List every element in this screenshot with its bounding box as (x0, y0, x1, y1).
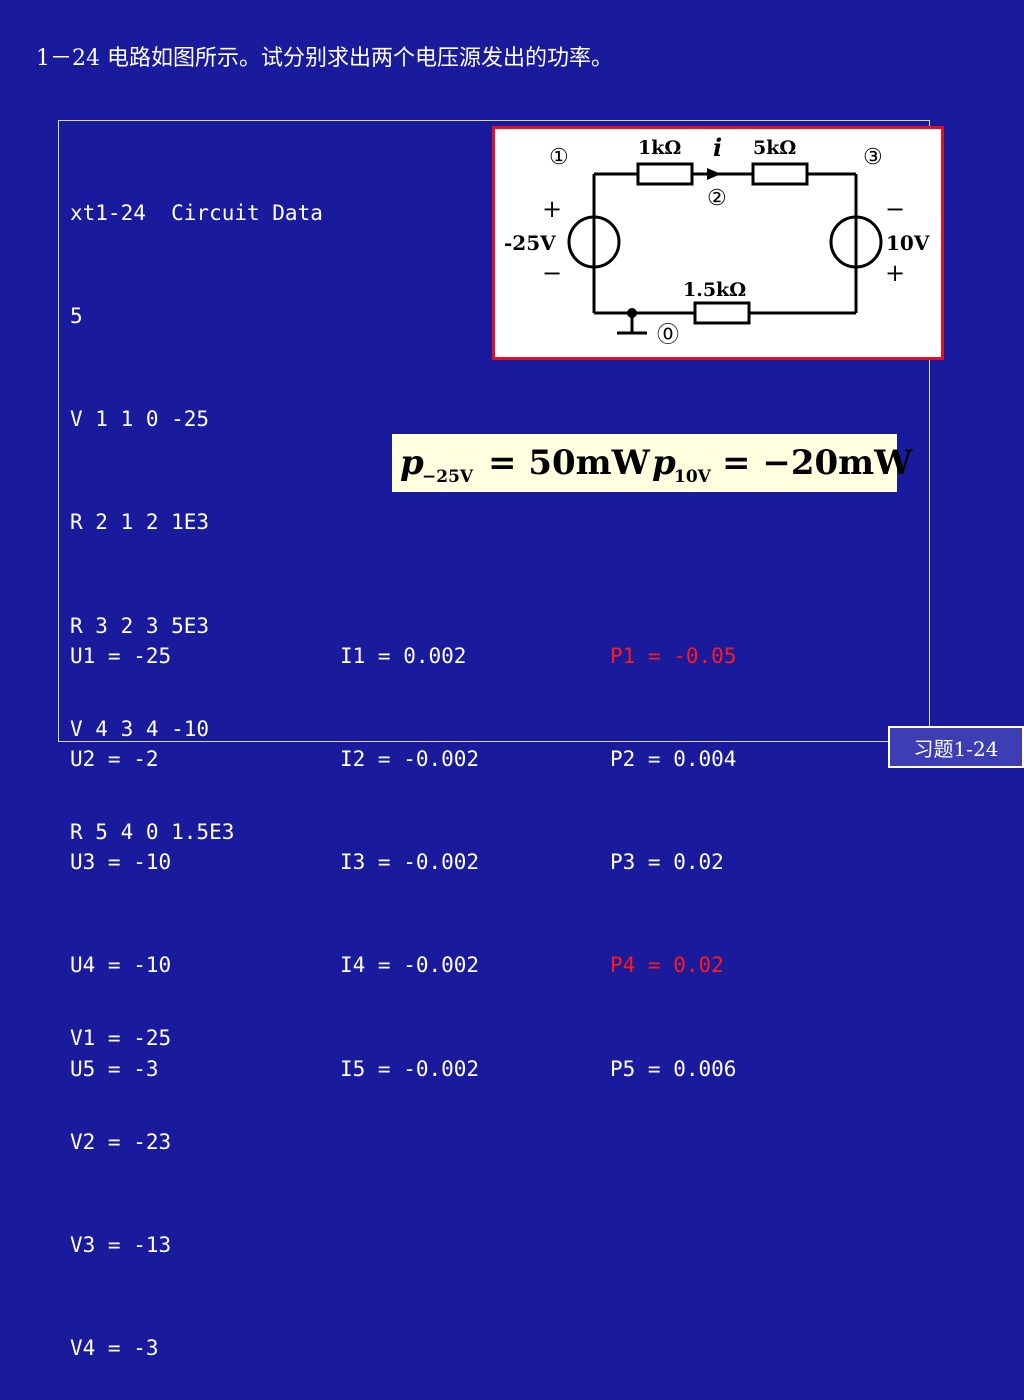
result-u: U5 = -3 (70, 1056, 159, 1081)
resistor-5k (751, 162, 809, 186)
result-p-highlight: P4 = 0.02 (610, 953, 724, 978)
netlist-line: R 3 2 3 5E3 (70, 613, 210, 638)
node-label-2: ② (707, 186, 727, 211)
p2-value: = −20mW (722, 443, 913, 483)
left-source-label: -25V (504, 231, 556, 255)
result-i: I1 = 0.002 (340, 643, 467, 668)
p2-symbol: p (652, 443, 676, 483)
netlist-line: V 1 1 0 -25 (70, 407, 210, 432)
result-u: U2 = -2 (70, 747, 159, 772)
result-i: I3 = -0.002 (340, 850, 480, 875)
right-source-label: 10V (886, 231, 930, 255)
voltage-results: U1 = -25 U2 = -2 U3 = -10 U4 = -10 U5 = … (70, 570, 171, 1120)
resistor-label-5k: 5kΩ (753, 137, 796, 159)
p1-symbol: p (400, 443, 424, 483)
current-arrow-icon (707, 168, 721, 180)
output-panel (58, 120, 930, 742)
result-u: U1 = -25 (70, 643, 172, 668)
netlist-line: V4 = -3 (70, 1336, 159, 1361)
resistor-1k (636, 162, 694, 186)
resistor-label-1k: 1kΩ (638, 137, 681, 159)
result-p: P5 = 0.006 (610, 1056, 737, 1081)
current-label: i (713, 133, 722, 162)
node-label-3: ③ (863, 145, 883, 170)
netlist-line: V1 = -25 (70, 1026, 172, 1051)
node-label-1: ① (549, 145, 569, 170)
circuit-svg: ① ② ③ ⓪ 1kΩ 5kΩ 1.5kΩ i -25V 10V + − − + (504, 133, 930, 348)
right-minus-sign: − (885, 195, 905, 223)
netlist-line: V3 = -13 (70, 1232, 172, 1257)
p2-subscript: 10V (674, 467, 712, 487)
result-i: I2 = -0.002 (340, 747, 480, 772)
result-u: U4 = -10 (70, 953, 172, 978)
netlist-line: V2 = -23 (70, 1129, 172, 1154)
p1-subscript: −25V (422, 467, 474, 487)
answer-formula: p −25V = 50mW p 10V = −20mW (400, 443, 913, 487)
circuit-diagram: ① ② ③ ⓪ 1kΩ 5kΩ 1.5kΩ i -25V 10V + − − + (492, 126, 944, 360)
node-label-0: ⓪ (657, 323, 679, 348)
netlist-line: xt1-24 Circuit Data (70, 200, 323, 225)
result-i: I4 = -0.002 (340, 953, 480, 978)
answer-box: p −25V = 50mW p 10V = −20mW (392, 434, 913, 492)
left-minus-sign: − (542, 259, 562, 287)
netlist-block: xt1-24 Circuit Data 5 V 1 1 0 -25 R 2 1 … (70, 127, 323, 1400)
netlist-line: 5 (70, 304, 83, 329)
power-results: P1 = -0.05 P2 = 0.004 P3 = 0.02 P4 = 0.0… (610, 570, 736, 1120)
result-p: P2 = 0.004 (610, 747, 737, 772)
result-p: P3 = 0.02 (610, 850, 724, 875)
problem-title: 1－24 电路如图所示。试分别求出两个电压源发出的功率。 (36, 46, 613, 71)
netlist-line: R 2 1 2 1E3 (70, 510, 210, 535)
netlist-line: R 5 4 0 1.5E3 (70, 820, 235, 845)
result-u: U3 = -10 (70, 850, 172, 875)
left-plus-sign: + (542, 195, 562, 223)
resistor-1-5k (693, 301, 751, 325)
result-p-highlight: P1 = -0.05 (610, 643, 737, 668)
resistor-label-1-5k: 1.5kΩ (683, 279, 746, 301)
junction-dot (627, 308, 637, 318)
right-plus-sign: + (885, 259, 905, 287)
current-results: I1 = 0.002 I2 = -0.002 I3 = -0.002 I4 = … (340, 570, 479, 1120)
p1-value: = 50mW (488, 443, 651, 483)
netlist-line: V 4 3 4 -10 (70, 716, 210, 741)
exercise-badge[interactable]: 习题1-24 (888, 726, 1024, 768)
result-i: I5 = -0.002 (340, 1056, 480, 1081)
